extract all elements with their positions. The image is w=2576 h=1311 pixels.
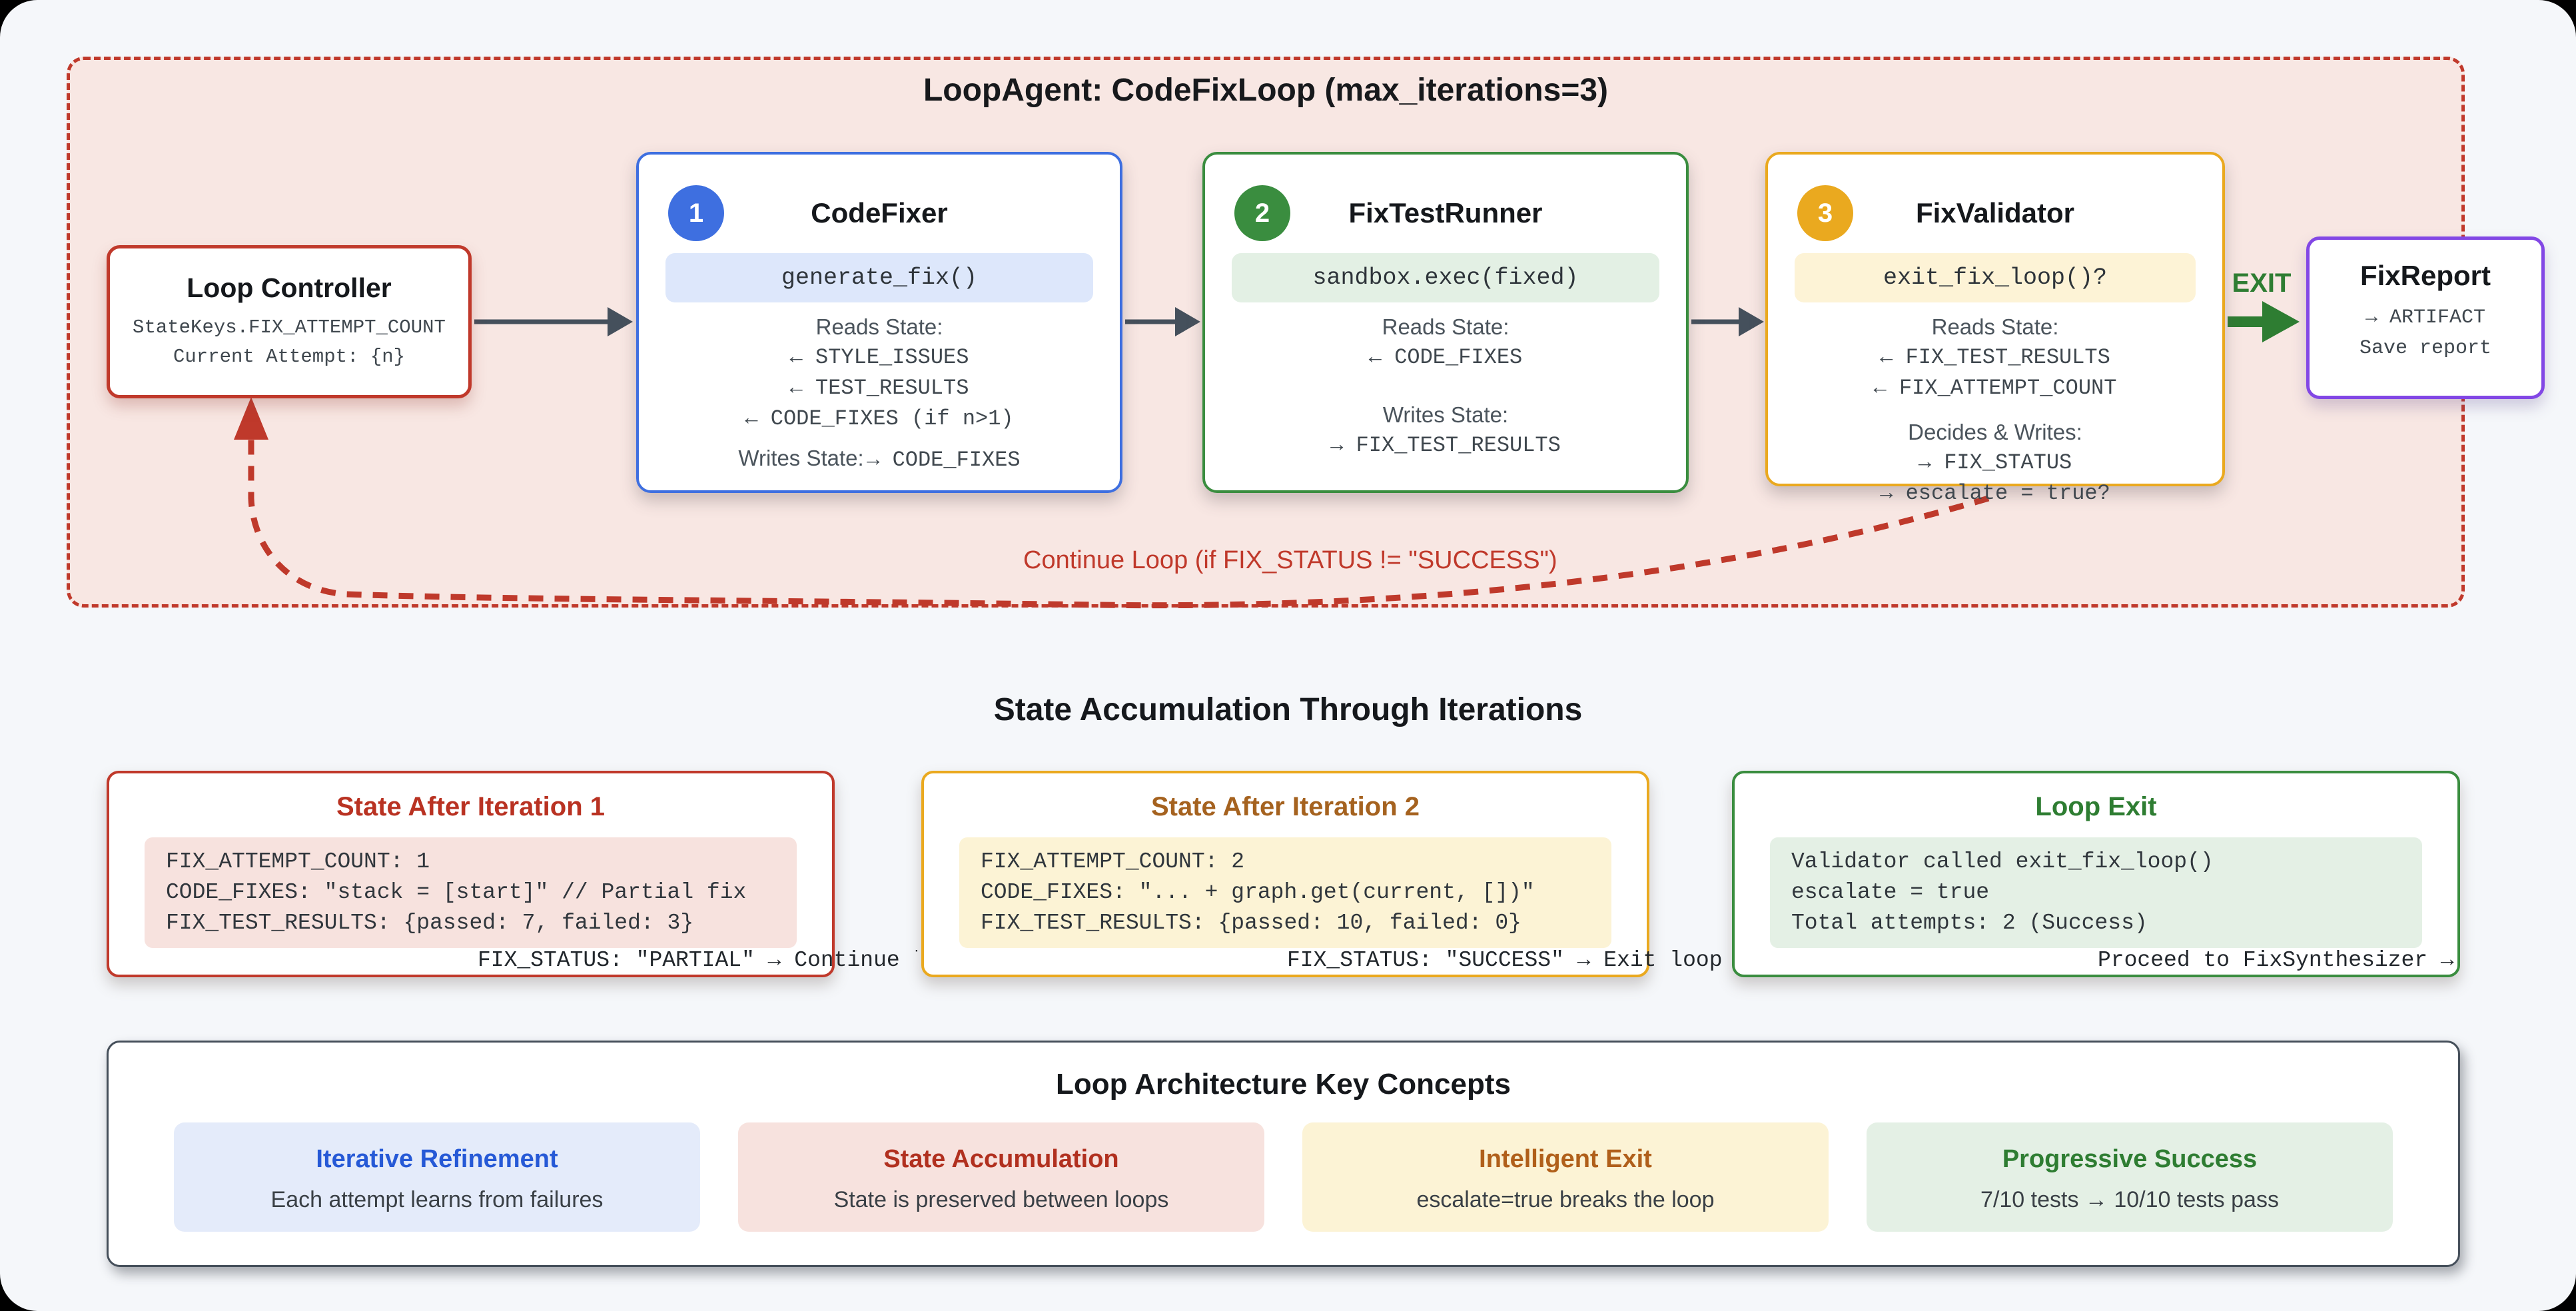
fix-report-artifact: → ARTIFACT: [2365, 306, 2486, 329]
concept-intelligent-exit: Intelligent Exit escalate=true breaks th…: [1302, 1122, 1829, 1232]
concept-title: Progressive Success: [2002, 1145, 2258, 1173]
read-item: ← CODE_FIXES: [1368, 345, 1523, 370]
loop-return-arrow: [234, 397, 1990, 609]
spacer: [1205, 373, 1686, 400]
reads-state-label: Reads State:: [815, 314, 943, 339]
loop-container-title: LoopAgent: CodeFixLoop (max_iterations=3…: [923, 73, 1609, 108]
read-item: ← TEST_RESULTS: [789, 376, 969, 400]
state-code-block: FIX_ATTEMPT_COUNT: 1 CODE_FIXES: "stack …: [145, 837, 797, 948]
code-line: CODE_FIXES: "... + graph.get(current, []…: [981, 880, 1535, 905]
loop-controller-statekey: StateKeys.FIX_ATTEMPT_COUNT: [133, 316, 446, 338]
code-line: Total attempts: 2 (Success): [1791, 911, 2148, 935]
exit-label: EXIT: [2232, 268, 2292, 298]
code-chip-sandbox-exec: sandbox.exec(fixed): [1232, 253, 1659, 302]
reads-state-label: Reads State:: [1931, 314, 2059, 339]
key-concepts-row: Iterative Refinement Each attempt learns…: [174, 1122, 2393, 1232]
concept-title: Intelligent Exit: [1479, 1145, 1652, 1173]
write-item: → escalate = true?: [1880, 481, 2110, 506]
fix-report-save: Save report: [2359, 337, 2492, 360]
state-card-loop-exit: Loop Exit Validator called exit_fix_loop…: [1732, 771, 2460, 977]
step-badge-2: 2: [1234, 185, 1290, 241]
writes-state-label: Writes State:: [1382, 402, 1509, 427]
step-badge-1: 1: [668, 185, 724, 241]
read-item: ← CODE_FIXES (if n>1): [745, 406, 1014, 431]
read-item: ← FIX_TEST_RESULTS: [1880, 345, 2110, 370]
flow-arrow-codefixer-to-testrunner: [1125, 307, 1200, 336]
concept-title: State Accumulation: [883, 1145, 1119, 1173]
decides-writes-label: Decides & Writes:: [1908, 420, 2082, 444]
read-item: ← FIX_ATTEMPT_COUNT: [1873, 376, 2117, 400]
code-line: escalate = true: [1791, 880, 1990, 905]
flow-arrow-testrunner-to-validator: [1691, 307, 1764, 336]
spacer: [1768, 404, 2222, 417]
concept-iterative-refinement: Iterative Refinement Each attempt learns…: [174, 1122, 700, 1232]
agent-title-codefixer: CodeFixer: [811, 197, 948, 228]
state-card-iteration-1: State After Iteration 1 FIX_ATTEMPT_COUN…: [107, 771, 917, 977]
concept-desc: escalate=true breaks the loop: [1416, 1187, 1715, 1212]
step-badge-3: 3: [1797, 185, 1853, 241]
agent-title-fixtestrunner: FixTestRunner: [1348, 197, 1543, 228]
code-line: FIX_ATTEMPT_COUNT: 1: [166, 849, 430, 874]
fix-report-box: FixReport → ARTIFACT Save report: [2306, 236, 2545, 399]
code-line: FIX_TEST_RESULTS: {passed: 10, failed: 0…: [981, 911, 1521, 935]
agent-body: Reads State: ← FIX_TEST_RESULTS ← FIX_AT…: [1768, 312, 2222, 509]
agent-title-fixvalidator: FixValidator: [1915, 197, 2075, 228]
concept-state-accumulation: State Accumulation State is preserved be…: [738, 1122, 1264, 1232]
agent-body: Reads State: ← STYLE_ISSUES ← TEST_RESUL…: [639, 312, 1120, 474]
state-code-block: FIX_ATTEMPT_COUNT: 2 CODE_FIXES: "... + …: [959, 837, 1611, 948]
state-card-title: State After Iteration 1: [336, 792, 606, 821]
agent-box-fixvalidator: 3 FixValidator exit_fix_loop()? Reads St…: [1765, 152, 2225, 506]
writes-state-label: Writes State:: [738, 446, 864, 470]
concept-progressive-success: Progressive Success 7/10 tests → 10/10 t…: [1867, 1122, 2393, 1232]
write-item: → CODE_FIXES: [867, 448, 1021, 472]
code-line: Validator called exit_fix_loop(): [1791, 849, 2214, 874]
agent-box-codefixer: 1 CodeFixer generate_fix() Reads State: …: [636, 152, 1122, 493]
reads-state-label: Reads State:: [1382, 314, 1509, 339]
code-line: FIX_ATTEMPT_COUNT: 2: [981, 849, 1245, 874]
code-chip-generate-fix: generate_fix(): [665, 253, 1093, 302]
agent-body: Reads State: ← CODE_FIXES Writes State: …: [1205, 312, 1686, 461]
flow-arrow-controller-to-codefixer: [474, 307, 633, 336]
exit-arrow: [2228, 301, 2300, 342]
loop-controller-attempt: Current Attempt: {n}: [173, 346, 406, 368]
key-concepts-box: Loop Architecture Key Concepts Iterative…: [107, 1041, 2460, 1267]
write-item: → FIX_TEST_RESULTS: [1330, 433, 1561, 458]
key-concepts-title: Loop Architecture Key Concepts: [1056, 1068, 1511, 1100]
state-code-block: Validator called exit_fix_loop() escalat…: [1770, 837, 2422, 948]
agent-box-fixtestrunner: 2 FixTestRunner sandbox.exec(fixed) Read…: [1202, 152, 1689, 493]
state-section-heading: State Accumulation Through Iterations: [993, 692, 1583, 727]
concept-desc: Each attempt learns from failures: [270, 1187, 604, 1212]
state-card-title: Loop Exit: [2035, 792, 2157, 821]
status-line: FIX_STATUS: "PARTIAL" → Continue loop: [478, 948, 917, 973]
status-line-clip: FIX_STATUS: "PARTIAL" → Continue loop: [478, 948, 917, 973]
concept-desc: 7/10 tests → 10/10 tests pass: [1980, 1187, 2279, 1212]
code-line: FIX_TEST_RESULTS: {passed: 7, failed: 3}: [166, 911, 694, 935]
state-card-iteration-2: State After Iteration 2 FIX_ATTEMPT_COUN…: [921, 771, 1723, 977]
read-item: ← STYLE_ISSUES: [789, 345, 969, 370]
write-item: → FIX_STATUS: [1918, 450, 2072, 475]
code-chip-exit-fix-loop: exit_fix_loop()?: [1795, 253, 2196, 302]
status-line: FIX_STATUS: "SUCCESS" → Exit loop: [1287, 948, 1723, 973]
concept-title: Iterative Refinement: [316, 1145, 558, 1173]
code-line: CODE_FIXES: "stack = [start]" // Partial…: [166, 880, 747, 905]
concept-desc: State is preserved between loops: [833, 1187, 1169, 1212]
writes-state-line: Writes State: → CODE_FIXES: [639, 442, 1120, 474]
continue-loop-label: Continue Loop (if FIX_STATUS != "SUCCESS…: [1023, 546, 1557, 574]
loop-controller-title: Loop Controller: [187, 272, 392, 303]
loop-controller-box: Loop Controller StateKeys.FIX_ATTEMPT_CO…: [107, 245, 472, 398]
fix-report-title: FixReport: [2360, 260, 2491, 291]
status-line: Proceed to FixSynthesizer →: [2098, 948, 2454, 973]
state-card-title: State After Iteration 2: [1150, 792, 1420, 821]
